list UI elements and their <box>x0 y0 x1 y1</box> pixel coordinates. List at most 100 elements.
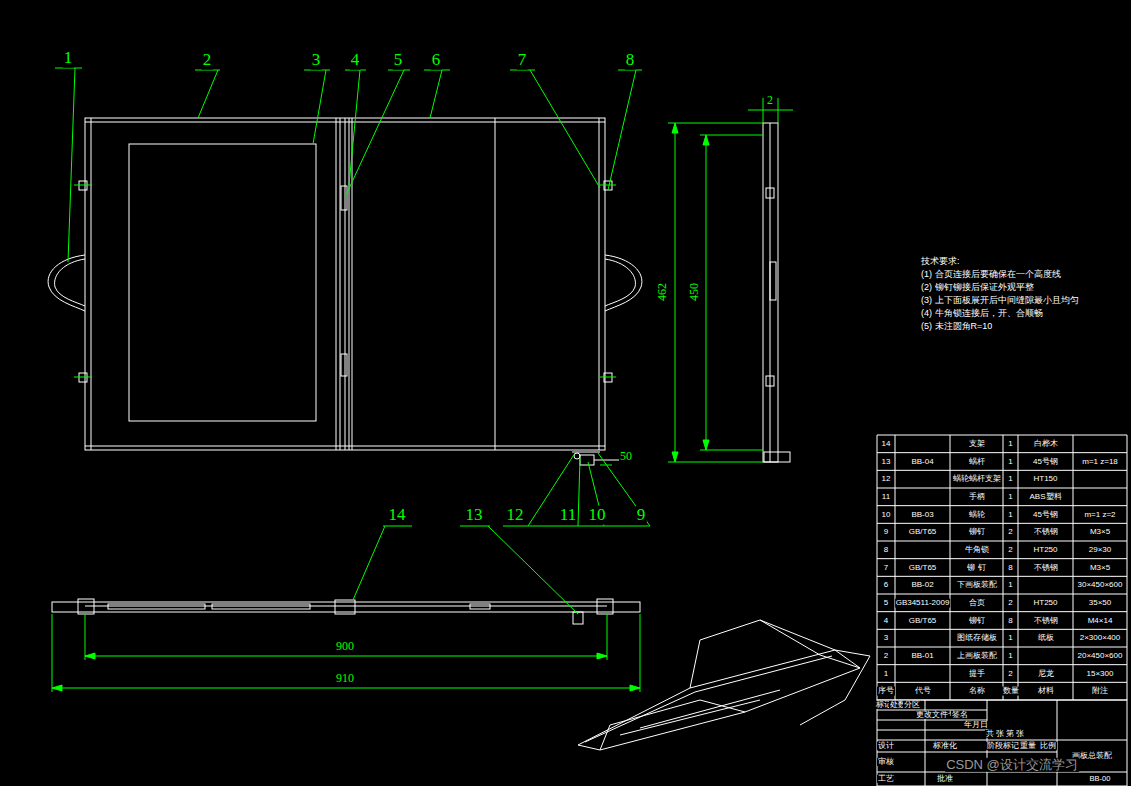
front-view <box>55 259 85 306</box>
dimension-value: 50 <box>619 450 633 463</box>
bottom-view <box>597 599 613 614</box>
dimension-lines <box>52 123 709 691</box>
leader-lines <box>345 70 366 71</box>
isometric-sketch <box>690 620 835 688</box>
side-view <box>763 123 790 462</box>
isometric-sketch <box>578 620 870 750</box>
table-cell: M4×14 <box>1087 616 1114 625</box>
table-cell: 4 <box>883 616 889 625</box>
parts-table <box>1073 435 1074 700</box>
table-cell: BB-02 <box>910 581 934 590</box>
dimension-lines <box>85 614 86 660</box>
front-view <box>580 455 594 465</box>
table-cell: 蜗轮蜗杆支架 <box>952 475 1002 484</box>
parts-table <box>877 541 1127 542</box>
table-cell: 不锈钢 <box>1033 563 1059 572</box>
table-cell: 6 <box>883 581 889 590</box>
table-cell: M3×5 <box>1089 528 1111 537</box>
parts-table <box>877 576 1127 577</box>
dimension-lines <box>700 135 763 136</box>
leader-lines <box>530 70 600 188</box>
front-view <box>341 354 347 376</box>
front-view <box>129 144 316 421</box>
dimension-value: 910 <box>335 672 355 685</box>
table-cell: BB-01 <box>910 651 934 660</box>
table-cell: 名称 <box>968 687 986 696</box>
bottom-view <box>212 604 310 609</box>
front-view <box>352 118 353 450</box>
leader-lines <box>195 70 220 71</box>
table-cell: 1 <box>1007 634 1013 643</box>
dimension-lines <box>700 450 763 451</box>
green-marks <box>600 377 616 378</box>
front-view <box>91 118 92 450</box>
dimension-value: 462 <box>656 282 669 302</box>
table-cell: 1 <box>1007 651 1013 660</box>
dimension-lines <box>607 614 608 660</box>
front-view <box>85 118 605 450</box>
table-cell: m=1 z=18 <box>1081 457 1119 466</box>
table-cell: HT250 <box>1032 598 1058 607</box>
leader-lines <box>383 526 412 527</box>
parts-table <box>877 629 1127 630</box>
side-view <box>766 188 774 198</box>
table-cell: 材料 <box>1037 687 1055 696</box>
callout-number: 8 <box>625 51 636 70</box>
front-view <box>349 118 350 450</box>
table-cell: 2 <box>1007 669 1013 678</box>
watermark: CSDN @设计交流学习 <box>945 758 1079 772</box>
table-cell: 9 <box>883 528 889 537</box>
leader-lines <box>503 526 650 527</box>
technical-note: (1) 合页连接后要确保在一个高度线 <box>920 270 1062 280</box>
table-cell: 35×50 <box>1088 598 1112 607</box>
dimension-lines <box>748 110 793 111</box>
table-cell: 铆钉 <box>968 528 986 537</box>
title-block-text: BB-00 <box>1089 775 1112 783</box>
parts-table <box>877 435 1127 700</box>
table-cell: 1 <box>1007 581 1013 590</box>
table-cell: 图纸存储板 <box>956 634 998 643</box>
table-cell: 上画板装配 <box>956 651 998 660</box>
green-marks <box>74 185 92 186</box>
dimension-value: 450 <box>688 282 701 302</box>
leader-lines <box>430 70 442 118</box>
table-cell: BB-04 <box>910 457 934 466</box>
parts-table <box>877 470 1127 471</box>
front-view <box>495 118 496 450</box>
callout-number: 3 <box>311 51 322 70</box>
table-cell: 15×300 <box>1086 669 1115 678</box>
table-cell: GB/T65 <box>908 563 938 572</box>
table-cell: 1 <box>1007 475 1013 484</box>
title-block-text: 年月日 <box>963 721 989 729</box>
dimension-lines <box>52 614 53 692</box>
table-cell: 尼龙 <box>1037 669 1055 678</box>
green-marks <box>74 377 92 378</box>
table-cell: 30×450×600 <box>1077 581 1124 590</box>
table-cell: 数量 <box>1002 687 1020 696</box>
leader-lines <box>608 70 636 190</box>
table-cell: GB/T65 <box>908 616 938 625</box>
dimension-value: 2 <box>766 94 774 107</box>
table-cell: GB34511-2009 <box>895 598 951 607</box>
bottom-view <box>52 602 640 612</box>
parts-table <box>877 647 1127 648</box>
dimension-value: 900 <box>335 640 355 653</box>
title-block-text: 标准化 <box>932 742 958 750</box>
side-view <box>764 452 790 462</box>
isometric-sketch <box>585 656 832 742</box>
table-cell: 8 <box>1007 616 1013 625</box>
bottom-view <box>108 604 205 609</box>
table-cell: 13 <box>881 457 892 466</box>
technical-note: 技术要求: <box>920 257 961 267</box>
parts-table <box>877 488 1127 489</box>
isometric-sketch <box>640 690 780 728</box>
table-cell: 12 <box>881 475 892 484</box>
front-view <box>572 452 600 453</box>
table-cell: 14 <box>881 439 892 448</box>
title-block-text: 比例 <box>1039 742 1057 750</box>
table-cell: 蜗轮 <box>968 510 986 519</box>
callout-number: 7 <box>517 51 528 70</box>
leader-lines <box>198 70 218 118</box>
table-cell: 支架 <box>968 439 986 448</box>
leader-lines <box>618 70 642 71</box>
